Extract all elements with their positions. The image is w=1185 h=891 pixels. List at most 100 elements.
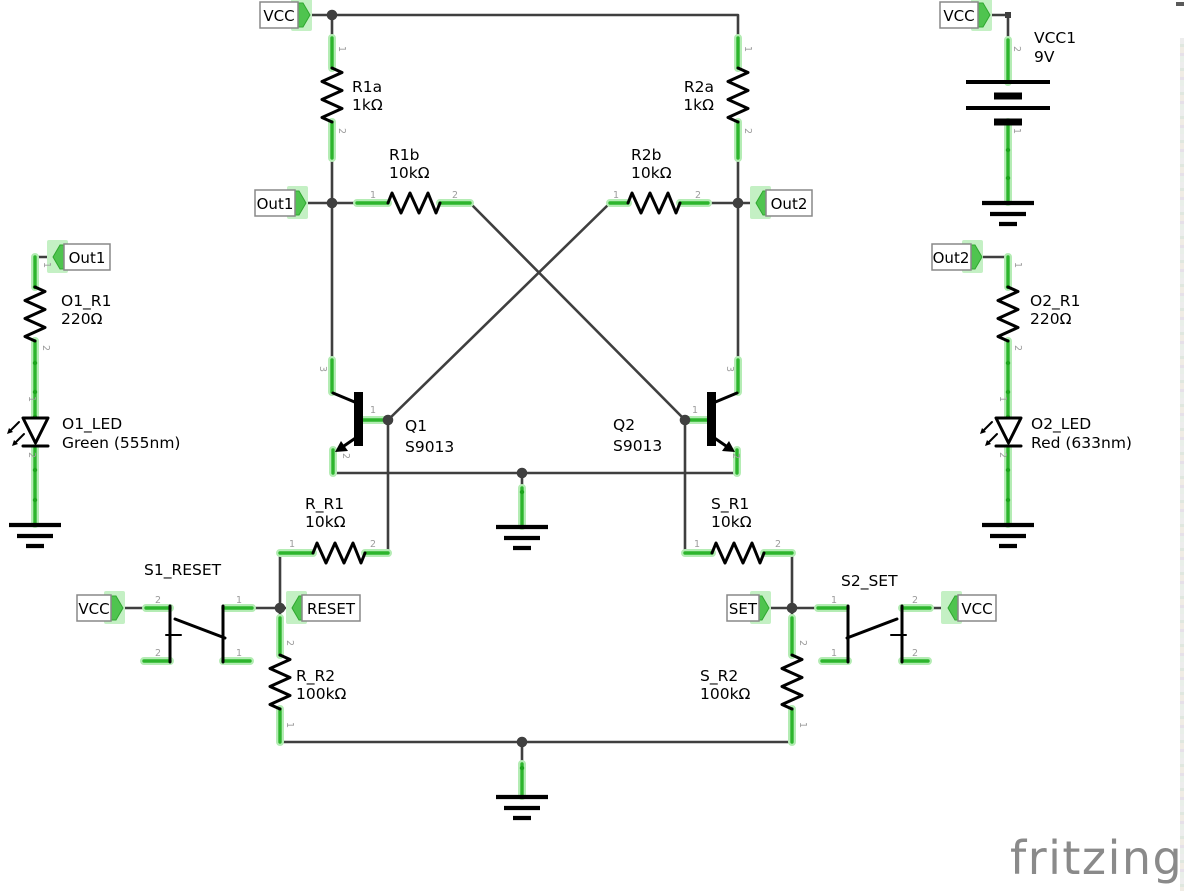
net-flag-out1-top[interactable]: Out1 — [254, 186, 308, 219]
component-value: 100kΩ — [296, 685, 347, 703]
transistor-base-bar[interactable] — [707, 392, 716, 446]
component-label: S_R1 — [711, 495, 749, 514]
component-value: S9013 — [405, 438, 454, 456]
resistor-zigzag[interactable] — [726, 66, 750, 124]
svg-text:2: 2 — [1011, 46, 1022, 52]
led-triangle[interactable] — [994, 416, 1023, 445]
wire-cross-r2b-to-q1[interactable] — [386, 201, 612, 422]
svg-text:1: 1 — [797, 722, 808, 728]
component-label: Q2 — [613, 416, 635, 434]
net-flag-set[interactable]: SET — [726, 591, 771, 624]
component-label: Q1 — [405, 417, 427, 435]
svg-text:1: 1 — [370, 190, 376, 201]
resistor-r2a[interactable]: R2a 1kΩ — [683, 66, 750, 124]
resistor-zigzag[interactable] — [626, 191, 682, 215]
resistor-s-r2[interactable]: S_R2 100kΩ — [700, 653, 804, 711]
junction-dots — [274, 9, 1011, 748]
net-flag-label: SET — [729, 600, 758, 618]
svg-text:2: 2 — [742, 128, 753, 134]
led-triangle[interactable] — [21, 416, 50, 445]
resistor-zigzag[interactable] — [386, 191, 442, 215]
svg-text:2: 2 — [997, 452, 1008, 458]
resistor-zigzag[interactable] — [710, 541, 766, 565]
switch-s2-set[interactable]: S2_SET — [841, 572, 907, 664]
net-flag-label: Out2 — [771, 195, 808, 213]
wires[interactable] — [33, 13, 1010, 768]
svg-text:2: 2 — [340, 453, 351, 459]
window-edge-artifact — [1180, 38, 1184, 891]
component-label: O2_LED — [1031, 415, 1091, 434]
switch-lever[interactable] — [173, 617, 227, 640]
resistor-r1a[interactable]: R1a 1kΩ — [320, 66, 383, 124]
svg-text:1: 1 — [336, 46, 347, 52]
switch-s1-reset[interactable]: S1_RESET — [144, 561, 227, 664]
component-label: R2a — [684, 78, 714, 96]
window-edge-tick — [1176, 2, 1184, 6]
resistor-r-r1[interactable]: R_R1 10kΩ — [305, 495, 367, 565]
wire-ground-rail[interactable] — [278, 740, 794, 768]
svg-text:1: 1 — [997, 396, 1008, 402]
ground-symbol-bottom[interactable] — [496, 794, 548, 821]
ground-symbol-led2[interactable] — [982, 522, 1034, 549]
wire-cross-r1b-to-q2[interactable] — [468, 201, 687, 422]
ground-symbol-emitter[interactable] — [496, 524, 548, 551]
wire-vcc-rail[interactable] — [306, 13, 740, 40]
resistor-o2-r1[interactable]: O2_R1 220Ω — [996, 285, 1080, 343]
component-label: S_R2 — [700, 667, 738, 686]
resistor-r2b[interactable]: R2b 10kΩ — [626, 146, 682, 215]
resistor-zigzag[interactable] — [311, 541, 367, 565]
switch-lever[interactable] — [845, 617, 899, 640]
component-value: 10kΩ — [631, 164, 672, 182]
transistor-q1[interactable]: Q1 S9013 — [331, 391, 454, 456]
svg-text:1: 1 — [236, 595, 242, 606]
net-flag-out2-branch[interactable]: Out2 — [931, 240, 983, 273]
resistor-zigzag[interactable] — [780, 653, 804, 711]
svg-text:3: 3 — [317, 366, 328, 372]
resistor-s-r1[interactable]: S_R1 10kΩ — [710, 495, 766, 565]
resistor-r1b[interactable]: R1b 10kΩ — [386, 146, 442, 215]
resistor-zigzag[interactable] — [996, 285, 1020, 343]
net-flag-vcc-s2[interactable]: VCC — [941, 591, 997, 624]
battery-vcc1[interactable]: VCC1 9V — [966, 29, 1076, 126]
ground-symbol-led1[interactable] — [9, 522, 61, 549]
wire-out2-node[interactable] — [706, 156, 758, 362]
resistor-zigzag[interactable] — [268, 653, 292, 711]
svg-text:2: 2 — [26, 452, 37, 458]
net-flag-vcc-s1[interactable]: VCC — [76, 591, 125, 624]
resistor-zigzag[interactable] — [23, 285, 47, 343]
led-o2[interactable]: O2_LED Red (633nm) — [980, 415, 1132, 452]
wire-emitter-rail[interactable] — [331, 471, 739, 492]
component-value: 220Ω — [61, 310, 103, 328]
transistor-base-bar[interactable] — [354, 392, 363, 446]
transistor-q2[interactable]: Q2 S9013 — [613, 391, 739, 455]
led-light-arrow — [982, 421, 993, 432]
svg-text:2: 2 — [775, 539, 781, 550]
component-value: 1kΩ — [683, 96, 714, 114]
net-flag-vcc-main[interactable]: VCC — [259, 0, 312, 31]
wire-out1-node[interactable] — [302, 156, 359, 362]
resistor-r-r2[interactable]: R_R2 100kΩ — [268, 653, 347, 711]
led-light-arrow — [14, 433, 25, 444]
emitter-arrow — [722, 441, 735, 452]
led-light-arrow — [987, 433, 998, 444]
svg-text:1: 1 — [694, 539, 700, 550]
net-flag-out2-top[interactable]: Out2 — [750, 186, 813, 219]
svg-text:1: 1 — [692, 405, 698, 416]
net-flag-reset[interactable]: RESET — [286, 591, 361, 624]
net-flag-out1-branch[interactable]: Out1 — [47, 240, 111, 273]
ground-symbol-battery[interactable] — [982, 200, 1034, 227]
svg-text:2: 2 — [40, 345, 51, 351]
emitter-arrow — [335, 441, 348, 452]
resistor-zigzag[interactable] — [320, 66, 344, 124]
svg-text:1: 1 — [831, 595, 837, 606]
resistor-o1-r1[interactable]: O1_R1 220Ω — [23, 285, 111, 343]
component-value: 220Ω — [1030, 310, 1072, 328]
net-flag-label: Out1 — [257, 195, 294, 213]
net-flag-vcc-battery[interactable]: VCC — [939, 0, 992, 31]
svg-text:1: 1 — [1012, 262, 1023, 268]
led-o1[interactable]: O1_LED Green (555nm) — [7, 415, 180, 452]
svg-text:2: 2 — [336, 128, 347, 134]
net-flag-label: VCC — [943, 7, 974, 25]
